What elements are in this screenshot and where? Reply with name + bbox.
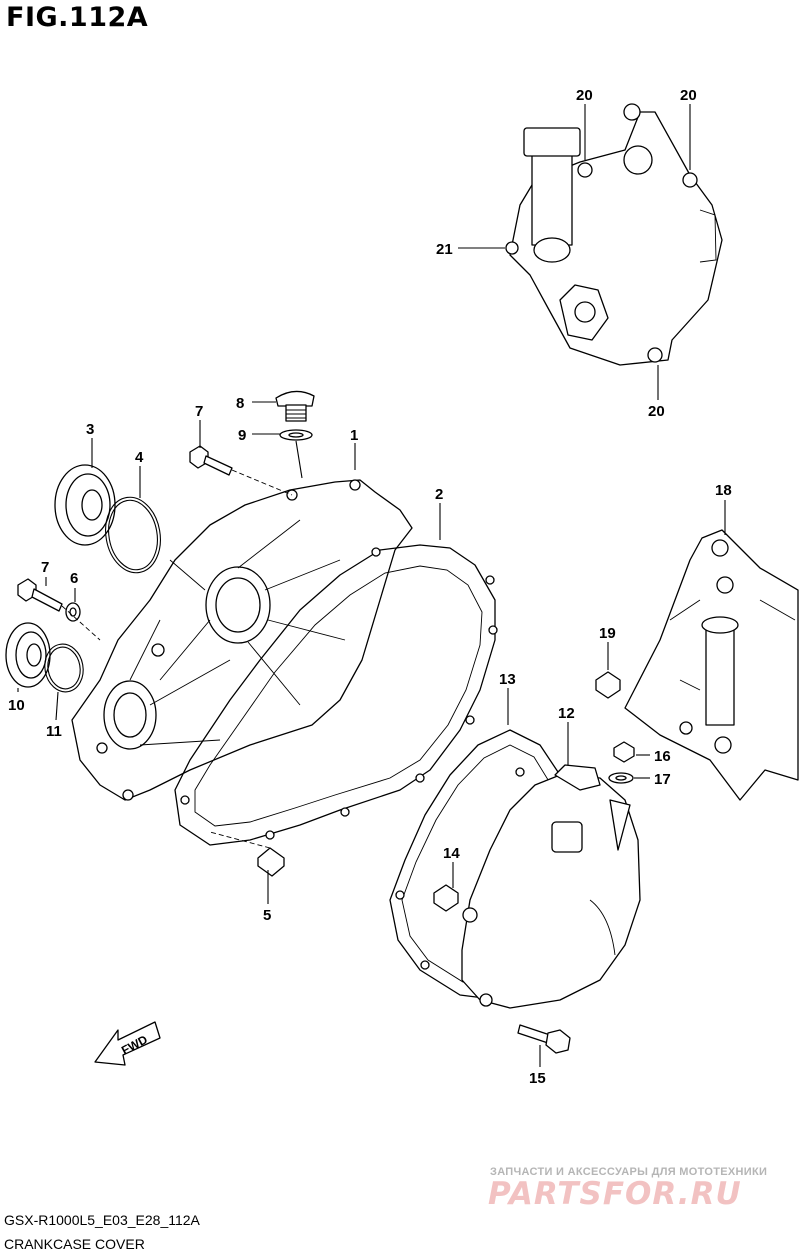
drain-washer (608, 772, 634, 784)
callout-2: 2 (435, 486, 443, 503)
callout-10: 10 (8, 697, 25, 714)
callout-3: 3 (86, 421, 94, 438)
leader-lines (17, 104, 726, 1067)
inner-cover (461, 764, 641, 1009)
side-cover-right (624, 529, 799, 801)
cover-bolt (517, 1024, 571, 1054)
watermark-tagline: ЗАПЧАСТИ И АКСЕССУАРЫ ДЛЯ МОТОТЕХНИКИ (490, 1166, 768, 1178)
callout-12: 12 (558, 705, 575, 722)
figure-name: CRANKCASE COVER (4, 1236, 145, 1252)
crankcase-cover-gasket (174, 544, 498, 846)
crankcase-cover (71, 479, 413, 801)
callout-17: 17 (654, 771, 671, 788)
callout-1: 1 (350, 427, 358, 444)
forward-direction-arrow: FWD (94, 1021, 161, 1066)
bolt-upper (189, 445, 233, 476)
watermark-logo: PARTSFOR.RU (488, 1176, 742, 1212)
oil-seal-large (54, 464, 116, 546)
bracket-plate (505, 103, 723, 366)
bolt-lower (17, 578, 63, 612)
callout-5: 5 (263, 907, 271, 924)
dowel-pin-14 (433, 884, 459, 912)
callout-6: 6 (70, 570, 78, 587)
callout-15: 15 (529, 1070, 546, 1087)
filler-plug (275, 390, 315, 422)
callout-21: 21 (436, 241, 453, 258)
callout-16: 16 (654, 748, 671, 765)
callout-20: 20 (576, 87, 593, 104)
callout-9: 9 (238, 427, 246, 444)
plug-gasket (279, 429, 313, 441)
callout-20: 20 (680, 87, 697, 104)
callout-4: 4 (135, 449, 144, 466)
callout-7: 7 (195, 403, 203, 420)
oil-seal-small (5, 622, 51, 688)
callout-7: 7 (41, 559, 49, 576)
dowel-pin-5 (257, 847, 285, 877)
callout-18: 18 (715, 482, 732, 499)
callout-labels: 20 20 21 20 8 7 9 1 3 4 2 18 7 6 19 13 1… (8, 87, 732, 1087)
figure-code: GSX-R1000L5_E03_E28_112A (4, 1212, 200, 1228)
o-ring-small (44, 643, 84, 693)
callout-13: 13 (499, 671, 516, 688)
dowel-pin-19 (595, 671, 621, 699)
callout-14: 14 (443, 845, 460, 862)
callout-19: 19 (599, 625, 616, 642)
figure-title: FIG.112A (6, 2, 149, 33)
o-ring-large (105, 496, 161, 574)
callout-11: 11 (46, 723, 62, 740)
callout-8: 8 (236, 395, 244, 412)
callout-20: 20 (648, 403, 665, 420)
drain-bolt (613, 741, 635, 763)
